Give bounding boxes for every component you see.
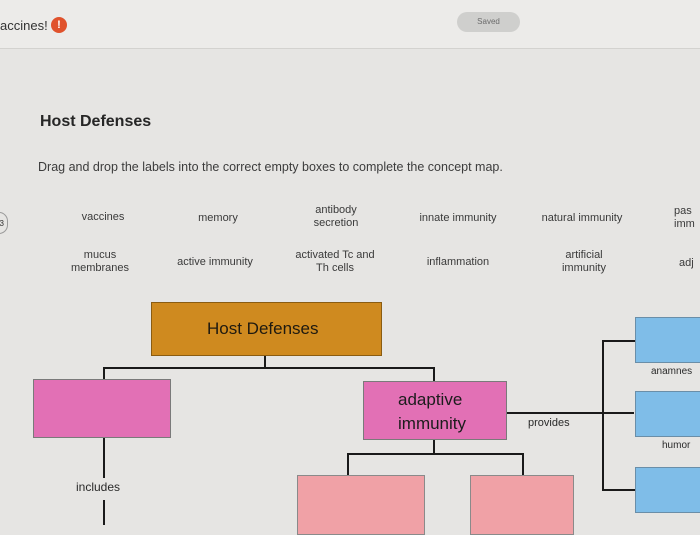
info-icon[interactable]: ! (51, 17, 67, 33)
assignment-title: accines! (0, 18, 48, 33)
label-artificial-immunity[interactable]: artificial immunity (561, 249, 606, 274)
edge-label-anamnestic: anamnes (651, 366, 693, 377)
page-title: Host Defenses (40, 113, 152, 130)
label-adjuvant[interactable]: adj (679, 257, 694, 269)
empty-drop-box[interactable] (635, 467, 700, 513)
connector-line (103, 438, 105, 478)
connector-line (433, 367, 435, 381)
label-inflammation[interactable]: inflammation (426, 256, 490, 268)
connector-line (507, 412, 634, 414)
includes-link-label: includes (76, 480, 121, 494)
label-mucus-membranes[interactable]: mucus membranes (70, 249, 130, 274)
connector-line (433, 440, 435, 454)
connector-line (264, 356, 266, 368)
connector-line (347, 453, 524, 455)
edge-label-humoral: humor (662, 440, 691, 451)
label-natural-immunity[interactable]: natural immunity (541, 212, 623, 224)
label-passive-immunity[interactable]: pas imm (674, 205, 695, 230)
connector-line (103, 500, 105, 525)
label-innate-immunity[interactable]: innate immunity (419, 212, 497, 224)
saved-status-badge: Saved (457, 12, 520, 32)
empty-drop-box[interactable] (635, 317, 700, 363)
label-vaccines[interactable]: vaccines (81, 211, 125, 223)
side-tab[interactable]: 3 (0, 212, 8, 234)
connector-line (103, 367, 105, 379)
empty-drop-box[interactable] (297, 475, 425, 535)
host-defenses-node: Host Defenses (151, 302, 382, 356)
empty-drop-box[interactable] (470, 475, 574, 535)
label-antibody-secretion[interactable]: antibody secretion (313, 204, 359, 229)
connector-line (602, 340, 604, 490)
label-active-immunity[interactable]: active immunity (177, 256, 253, 268)
empty-drop-box[interactable] (635, 391, 700, 437)
instructions-text: Drag and drop the labels into the correc… (38, 160, 503, 174)
label-activated-tc-th-cells[interactable]: activated Tc and Th cells (295, 249, 375, 274)
connector-line (347, 453, 349, 475)
top-bar: accines! ! Saved (0, 0, 700, 49)
provides-link-label: provides (528, 417, 570, 429)
connector-line (103, 367, 434, 369)
adaptive-immunity-node: adaptive immunity (363, 381, 507, 440)
empty-drop-box[interactable] (33, 379, 171, 438)
label-memory[interactable]: memory (198, 212, 238, 224)
connector-line (522, 453, 524, 475)
connector-line (602, 489, 635, 491)
connector-line (602, 340, 635, 342)
